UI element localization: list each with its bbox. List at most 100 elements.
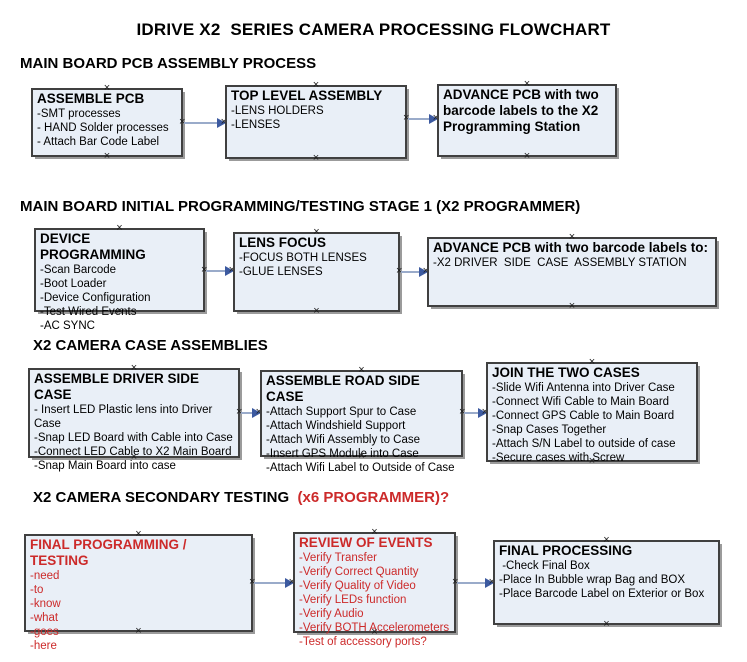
box-item: -Secure cases with Screw <box>492 452 625 464</box>
box-title: ASSEMBLE PCB <box>37 91 145 106</box>
anchor-x-icon: × <box>236 406 243 418</box>
connector-arrow: × × <box>452 576 495 589</box>
anchor-x-icon: × <box>432 112 439 124</box>
box-item: -Attach S/N Label to outside of case <box>492 438 676 450</box>
connector-line <box>254 582 286 584</box>
anchor-x-icon: × <box>220 116 227 128</box>
page-title: IDRIVE X2 SERIES CAMERA PROCESSING FLOWC… <box>136 20 611 39</box>
arrowhead-icon <box>419 267 428 277</box>
arrowhead-icon <box>217 118 226 128</box>
box-item: -LENS HOLDERS <box>231 105 324 117</box>
section-header-pcb-assembly: MAIN BOARD PCB ASSEMBLY PROCESS <box>20 55 317 72</box>
box-title: ADVANCE PCB with two barcode labels to: <box>433 240 709 255</box>
box-item: -goes <box>30 626 59 638</box>
box-title: LENS FOCUS <box>239 235 327 250</box>
flow-box-review-of-events: REVIEW OF EVENTS -Verify Transfer -Verif… <box>293 532 456 648</box>
box-item: -Insert GPS Module into Case <box>266 448 419 460</box>
box-item: -Verify Correct Quantity <box>299 566 419 578</box>
anchor-x-icon: × <box>422 265 429 277</box>
flow-box-lens-focus: LENS FOCUS -FOCUS BOTH LENSES -GLUE LENS… <box>233 232 400 312</box>
box-title: FINAL PROCESSING <box>499 543 633 558</box>
box-item: -Connect LED Cable to X2 Main Board <box>34 446 232 458</box>
box-item: -Verify Quality of Video <box>299 580 416 592</box>
box-item: - Attach Bar Code Label <box>37 136 160 148</box>
anchor-x-icon: × <box>255 406 262 418</box>
anchor-x-icon: × <box>249 576 256 588</box>
box-item: -Snap Cases Together <box>492 424 607 436</box>
box-item: -Attach Wifi Label to Outside of Case <box>266 462 455 474</box>
box-item: -Verify LEDs function <box>299 594 407 606</box>
box-item: -X2 DRIVER SIDE CASE ASSEMBLY STATION <box>433 257 687 269</box>
connector-arrow: × × <box>396 265 429 278</box>
flow-box-final-processing: FINAL PROCESSING -Check Final Box -Place… <box>493 540 720 625</box>
connector-arrow: × × <box>249 577 295 589</box>
connector-arrow: × × <box>459 406 488 419</box>
flow-box-advance-pcb-programming-station: ADVANCE PCB with two barcode labels to t… <box>437 84 617 157</box>
box-item: - Insert LED Plastic lens into Driver Ca… <box>34 404 216 430</box>
flow-box-join-two-cases: JOIN THE TWO CASES -Slide Wifi Antenna i… <box>486 362 698 464</box>
box-title: TOP LEVEL ASSEMBLY <box>231 88 383 103</box>
box-item: -Snap Main Board into case <box>34 460 176 472</box>
anchor-x-icon: × <box>481 406 488 418</box>
box-title: ASSEMBLE ROAD SIDE CASE <box>266 373 424 404</box>
arrowhead-icon <box>478 408 487 418</box>
flow-box-advance-pcb-driver-side: ADVANCE PCB with two barcode labels to: … <box>427 237 717 307</box>
arrowhead-icon <box>485 578 494 588</box>
box-item: -LENSES <box>231 119 281 131</box>
box-item: -Verify Audio <box>299 608 364 620</box>
connector-line <box>464 412 479 414</box>
arrowhead-icon <box>429 114 438 124</box>
box-item: -Verify Transfer <box>299 552 377 564</box>
flow-box-top-level-assembly: TOP LEVEL ASSEMBLY -LENS HOLDERS -LENSES <box>225 85 407 159</box>
anchor-x-icon: × <box>396 265 403 277</box>
box-item: -Verify BOTH Accelerometers <box>299 622 450 634</box>
box-title: ASSEMBLE DRIVER SIDE CASE <box>34 371 203 402</box>
box-item: -need <box>30 570 60 582</box>
anchor-x-icon: × <box>452 576 459 588</box>
anchor-x-icon: × <box>403 112 410 124</box>
section-header-main: X2 CAMERA SECONDARY TESTING <box>33 489 294 506</box>
box-item: -Attach Wifi Assembly to Case <box>266 434 421 446</box>
anchor-x-icon: × <box>201 264 208 276</box>
box-title: ADVANCE PCB with two barcode labels to t… <box>443 87 603 134</box>
box-title: FINAL PROGRAMMING / TESTING <box>30 537 191 568</box>
box-item: -know <box>30 598 61 610</box>
arrowhead-icon <box>252 408 261 418</box>
connector-line <box>241 412 253 414</box>
box-item: -to <box>30 584 44 596</box>
connector-arrow: × × <box>236 406 262 419</box>
connector-arrow: × × <box>201 265 235 277</box>
box-item: -Test Wired Events <box>40 306 137 318</box>
flow-box-assemble-pcb: ASSEMBLE PCB -SMT processes - HAND Solde… <box>31 88 183 157</box>
box-item: -Slide Wifi Antenna into Driver Case <box>492 382 675 394</box>
box-item: -Snap LED Board with Cable into Case <box>34 432 233 444</box>
flow-box-device-programming: DEVICE PROGRAMMING -Scan Barcode -Boot L… <box>34 228 205 332</box>
connector-line <box>457 582 486 584</box>
flow-box-assemble-driver-side-case: ASSEMBLE DRIVER SIDE CASE - Insert LED P… <box>28 368 240 472</box>
connector-arrow: × × <box>179 116 227 129</box>
box-item: -Scan Barcode <box>40 264 117 276</box>
box-item: -what <box>30 612 59 624</box>
box-item: -Boot Loader <box>40 278 107 290</box>
flow-box-final-programming-testing: FINAL PROGRAMMING / TESTING -need -to -k… <box>24 534 253 652</box>
box-item: -FOCUS BOTH LENSES <box>239 252 367 264</box>
box-item: -Place In Bubble wrap Bag and BOX <box>499 574 686 586</box>
box-title: REVIEW OF EVENTS <box>299 535 433 550</box>
box-item: -Connect Wifi Cable to Main Board <box>492 396 670 408</box>
flow-box-assemble-road-side-case: ASSEMBLE ROAD SIDE CASE -Attach Support … <box>260 370 463 474</box>
section-header-secondary-testing: X2 CAMERA SECONDARY TESTING (x6 PROGRAMM… <box>33 489 449 506</box>
anchor-x-icon: × <box>488 576 495 588</box>
connector-line <box>184 122 218 124</box>
box-item: -Check Final Box <box>499 560 590 572</box>
box-item: -Attach Support Spur to Case <box>266 406 417 418</box>
box-item: -Attach Windshield Support <box>266 420 406 432</box>
box-item: -Place Barcode Label on Exterior or Box <box>499 588 705 600</box>
box-item: -GLUE LENSES <box>239 266 323 278</box>
anchor-x-icon: × <box>459 406 466 418</box>
box-title: JOIN THE TWO CASES <box>492 365 640 380</box>
connector-arrow: × × <box>403 112 439 125</box>
box-item: -Test of accessory ports? <box>299 636 427 648</box>
arrowhead-icon <box>225 266 234 276</box>
section-header-accent: (x6 PROGRAMMER)? <box>293 489 450 506</box>
